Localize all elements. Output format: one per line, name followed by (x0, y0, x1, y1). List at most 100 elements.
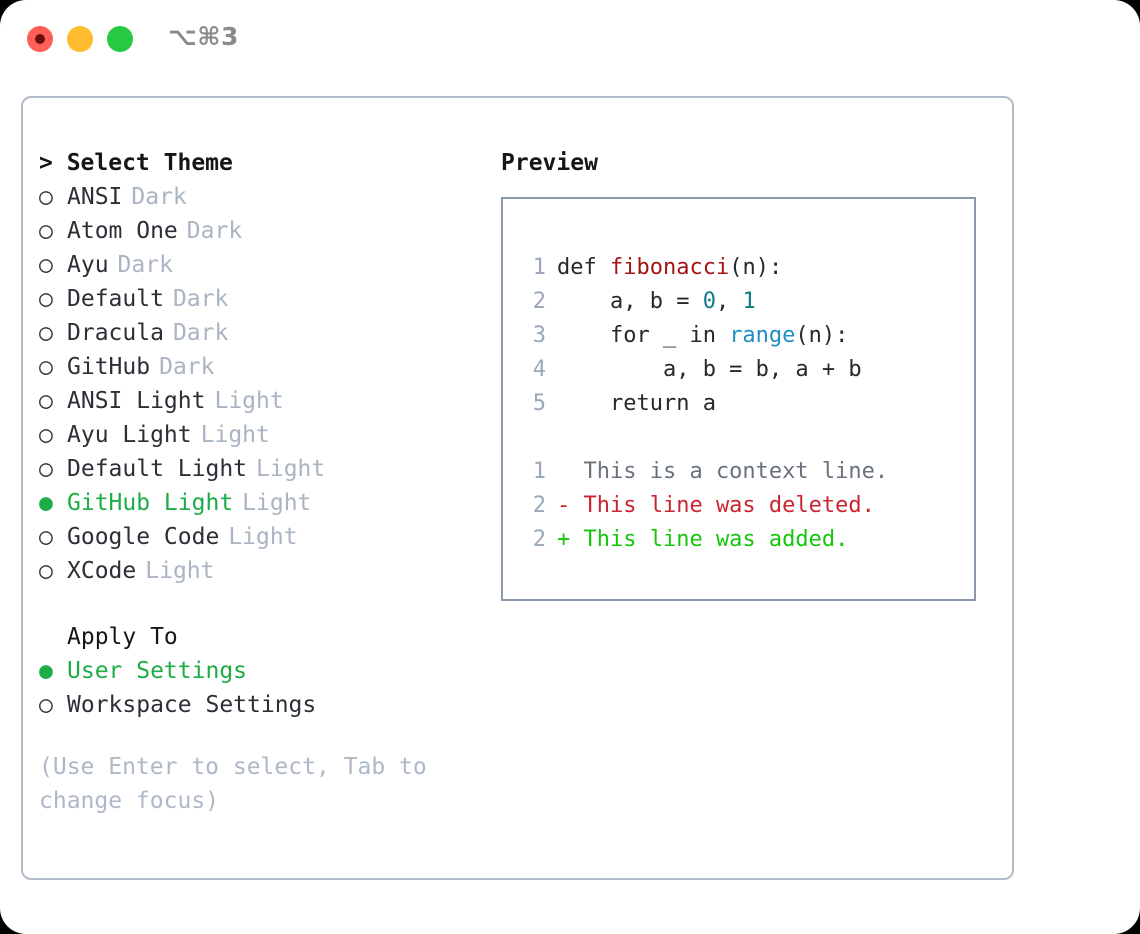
theme-option-dracula[interactable]: ○ Dracula Dark (39, 316, 479, 350)
apply-to-option-list: ● User Settings ○Workspace Settings (39, 654, 479, 722)
diff-line-content: - This line was deleted. (557, 493, 875, 518)
code-line: 2 a, b = 0, 1 (522, 285, 888, 319)
code-line: 5 return a (522, 387, 888, 421)
radio-unselected-icon: ○ (39, 252, 53, 278)
code-line-number: 2 (532, 289, 546, 314)
apply-to-option-label: User Settings (67, 658, 248, 684)
radio-unselected-icon: ○ (39, 184, 53, 210)
apply-to-option-label: Workspace Settings (67, 692, 317, 718)
code-line-number: 2 (532, 527, 546, 552)
theme-option-label: ANSI (67, 184, 123, 210)
code-token-plain: , (715, 289, 743, 314)
theme-option-google-code[interactable]: ○ Google Code Light (39, 520, 479, 554)
code-line-number: 5 (532, 391, 546, 416)
diff-line-content: This is a context line. (557, 459, 889, 484)
code-token-num: 0 (702, 289, 716, 314)
preview-heading: Preview (501, 150, 598, 176)
apply-to-heading: Apply To (67, 624, 178, 650)
code-line-number: 3 (532, 323, 546, 348)
radio-unselected-icon: ○ (39, 286, 53, 312)
code-line-content: a, b = 0, 1 (557, 285, 756, 319)
radio-unselected-icon: ○ (39, 354, 53, 380)
theme-option-label: XCode (67, 558, 137, 584)
keyboard-shortcut-label: ⌥⌘3 (168, 22, 239, 51)
theme-option-ansi[interactable]: ○ ANSI Dark (39, 180, 479, 214)
code-line-number: 2 (532, 493, 546, 518)
diff-line-content: + This line was added. (557, 527, 849, 552)
theme-option-variant-tag: Dark (159, 354, 215, 380)
code-token-plain: a, b = (557, 289, 703, 314)
theme-option-label: GitHub (67, 354, 151, 380)
theme-option-label: Google Code (67, 524, 220, 550)
code-line: 3 for _ in range(n): (522, 319, 888, 353)
code-line-content: def fibonacci(n): (557, 251, 782, 285)
close-button[interactable] (27, 26, 53, 52)
spacer (39, 588, 479, 620)
maximize-button[interactable] (107, 26, 133, 52)
theme-option-default-light[interactable]: ○ Default Light Light (39, 452, 479, 486)
code-token-plain: (n): (729, 255, 783, 280)
window-controls (27, 26, 133, 52)
spacer (39, 722, 479, 750)
radio-unselected-icon: ○ (39, 456, 53, 482)
radio-unselected-icon: ○ (39, 388, 53, 414)
code-line-number: 1 (532, 459, 546, 484)
theme-option-label: GitHub Light (67, 490, 234, 516)
radio-unselected-icon: ○ (39, 422, 53, 448)
code-blank-line (522, 421, 888, 455)
diff-line-del: 2 - This line was deleted. (522, 489, 888, 523)
code-line-number: 4 (532, 357, 546, 382)
code-token-num: 1 (742, 289, 756, 314)
theme-option-variant-tag: Dark (131, 184, 187, 210)
theme-option-label: Dracula (67, 320, 164, 346)
code-token-plain: a, b = b, a + b (557, 357, 862, 382)
minimize-button[interactable] (67, 26, 93, 52)
theme-option-variant-tag: Dark (186, 218, 243, 244)
theme-option-variant-tag: Light (200, 422, 270, 448)
theme-option-label: ANSI Light (67, 388, 206, 414)
theme-option-label: Default Light (67, 456, 248, 482)
title-bar: ⌥⌘3 (0, 0, 1140, 78)
diff-line-ctx: 1 This is a context line. (522, 455, 888, 489)
theme-option-ayu-light[interactable]: ○ Ayu Light Light (39, 418, 479, 452)
theme-option-github[interactable]: ○ GitHub Dark (39, 350, 479, 384)
radio-unselected-icon: ○ (39, 218, 53, 244)
code-line-number: 1 (532, 255, 546, 280)
theme-option-xcode[interactable]: ○ XCode Light (39, 554, 479, 588)
theme-option-variant-tag: Light (256, 456, 326, 482)
radio-unselected-icon: ○ (39, 320, 53, 346)
theme-option-label: Atom One (67, 218, 178, 244)
keyboard-hint-text: (Use Enter to select, Tab to change focu… (39, 754, 441, 814)
apply-to-option-user-settings[interactable]: ● User Settings (39, 654, 479, 688)
theme-option-variant-tag: Light (228, 524, 298, 550)
code-line-content: return a (557, 387, 716, 421)
code-line: 1 def fibonacci(n): (522, 251, 888, 285)
code-token-plain: for _ in (557, 323, 730, 348)
code-line-content: for _ in range(n): (557, 319, 848, 353)
radio-unselected-icon: ○ (39, 558, 53, 584)
theme-option-variant-tag: Light (145, 558, 215, 584)
radio-selected-icon: ● (39, 490, 53, 516)
radio-unselected-icon: ○ (39, 524, 53, 550)
code-line-content: a, b = b, a + b (557, 353, 862, 387)
theme-option-label: Ayu Light (67, 422, 192, 448)
theme-option-variant-tag: Dark (117, 252, 173, 278)
apply-to-option-workspace-settings[interactable]: ○Workspace Settings (39, 688, 479, 722)
theme-option-atom-one[interactable]: ○ Atom One Dark (39, 214, 479, 248)
code-token-builtin: range (729, 323, 796, 348)
theme-option-github-light[interactable]: ● GitHub Light Light (39, 486, 479, 520)
theme-option-variant-tag: Dark (172, 320, 229, 346)
code-token-plain: (n): (795, 323, 849, 348)
diff-line-add: 2 + This line was added. (522, 523, 888, 557)
radio-selected-icon: ● (39, 658, 53, 684)
theme-option-variant-tag: Light (242, 490, 312, 516)
theme-option-label: Default (67, 286, 164, 312)
